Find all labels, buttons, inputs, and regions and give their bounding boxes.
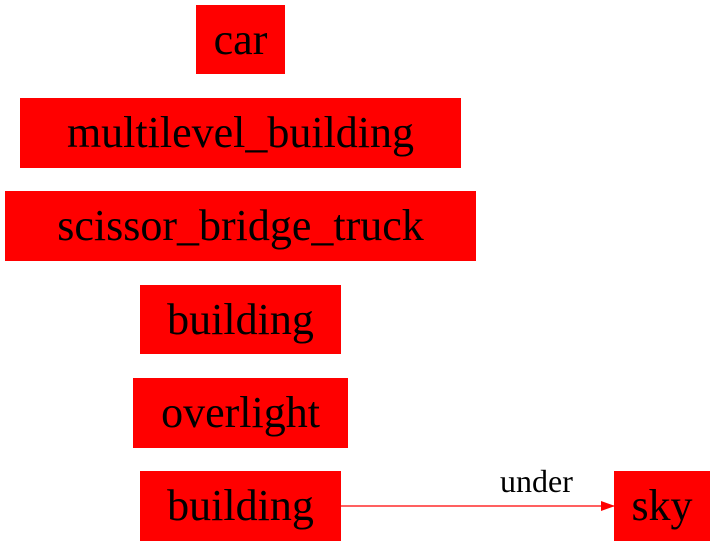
- node-overlight[interactable]: overlight: [133, 378, 348, 448]
- node-sky[interactable]: sky: [614, 471, 710, 541]
- node-building[interactable]: building: [140, 285, 341, 354]
- edge-label-under: under: [500, 463, 573, 499]
- node-car[interactable]: car: [196, 5, 285, 74]
- node-multilevel-building[interactable]: multilevel_building: [20, 98, 461, 168]
- node-building-2[interactable]: building: [140, 471, 341, 541]
- node-scissor-bridge-truck[interactable]: scissor_bridge_truck: [5, 191, 476, 261]
